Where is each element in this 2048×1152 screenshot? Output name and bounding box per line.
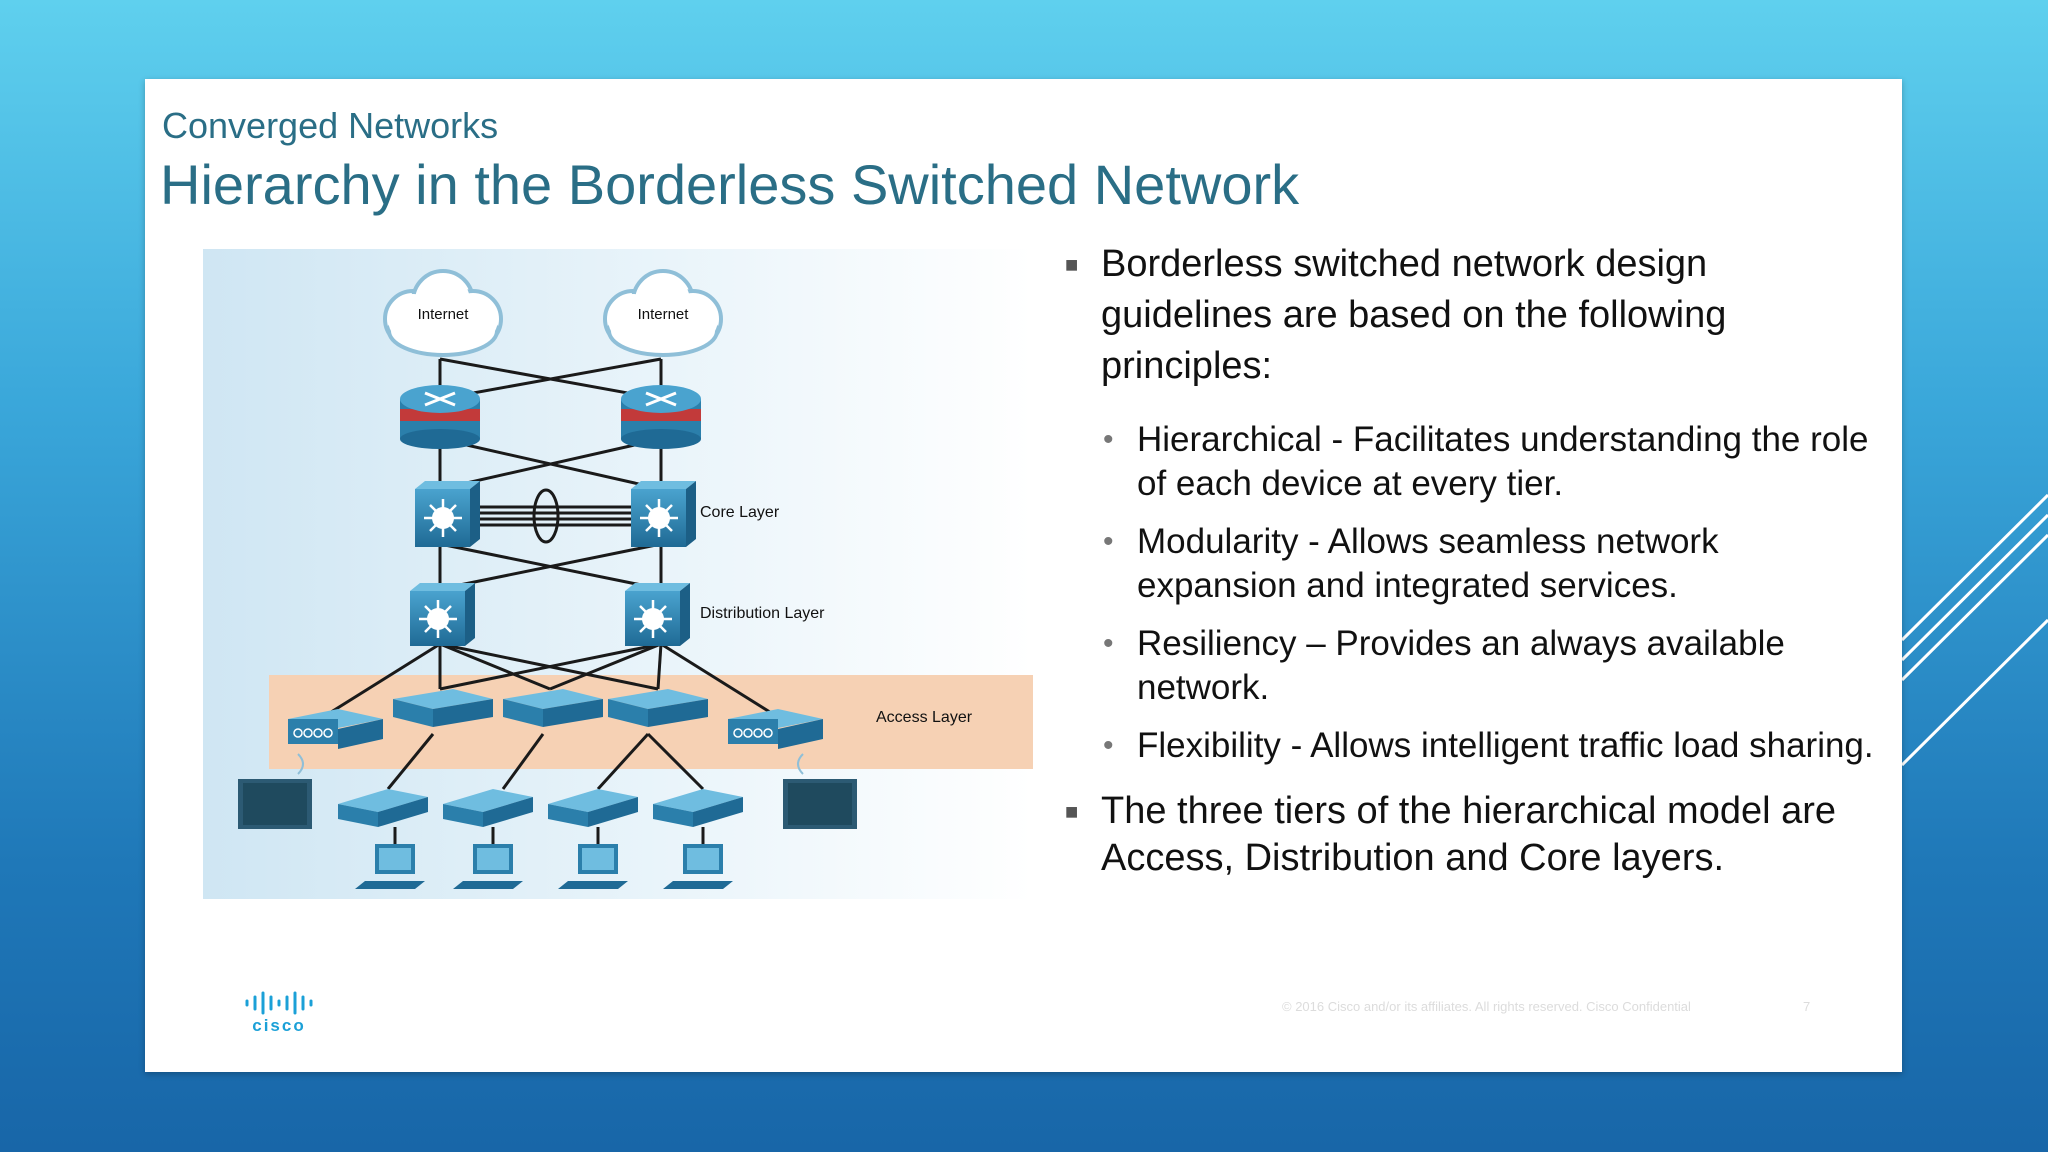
page-number: 7 xyxy=(1803,999,1811,1014)
ip-phone-icon xyxy=(548,789,638,827)
dot-bullet-icon: • xyxy=(1103,729,1114,762)
pc-icon xyxy=(355,844,425,889)
principle-text: Flexibility - Allows intelligent traffic… xyxy=(1137,726,1874,765)
internet-cloud-left: Internet xyxy=(383,269,503,357)
square-bullet-icon: ■ xyxy=(1065,799,1079,824)
etherchannel-ellipse xyxy=(532,488,560,544)
ip-phone-icon xyxy=(443,789,533,827)
cisco-logo-text: cisco xyxy=(252,1016,305,1034)
bullet-summary: ■ The three tiers of the hierarchical mo… xyxy=(1065,788,1875,882)
principle-item: • Modularity - Allows seamless network e… xyxy=(1065,520,1875,608)
core-switch-icon xyxy=(415,481,480,547)
cloud-label: Internet xyxy=(418,306,470,323)
slide: Converged Networks Hierarchy in the Bord… xyxy=(145,79,1902,1072)
network-links xyxy=(327,357,774,844)
access-switch-icon xyxy=(608,689,708,727)
dot-bullet-icon: • xyxy=(1103,423,1114,456)
square-bullet-icon: ■ xyxy=(1065,252,1079,277)
dot-bullet-icon: • xyxy=(1103,627,1114,660)
bullet-intro: ■ Borderless switched network design gui… xyxy=(1065,239,1875,392)
principle-text: Modularity - Allows seamless network exp… xyxy=(1137,522,1719,605)
access-switch-icon xyxy=(393,689,493,727)
core-layer-label: Core Layer xyxy=(700,504,780,521)
principle-item: • Flexibility - Allows intelligent traff… xyxy=(1065,724,1875,768)
footer-copyright: © 2016 Cisco and/or its affiliates. All … xyxy=(1282,999,1691,1014)
cisco-logo: cisco xyxy=(245,991,313,1034)
slide-title: Hierarchy in the Borderless Switched Net… xyxy=(160,153,1300,216)
firewall-router-icon xyxy=(400,385,480,449)
bullet-intro-text: Borderless switched network design guide… xyxy=(1101,243,1727,387)
principle-item: • Resiliency – Provides an always availa… xyxy=(1065,622,1875,710)
pc-icon xyxy=(558,844,628,889)
tablet-icon xyxy=(783,753,857,829)
pc-icon xyxy=(663,844,733,889)
principle-text: Resiliency – Provides an always availabl… xyxy=(1137,624,1785,707)
dot-bullet-icon: • xyxy=(1103,525,1114,558)
distribution-switch-icon xyxy=(625,583,690,646)
principle-item: • Hierarchical - Facilitates understandi… xyxy=(1065,418,1875,506)
access-layer-label: Access Layer xyxy=(876,709,973,726)
distribution-layer-label: Distribution Layer xyxy=(700,605,825,622)
bullet-summary-text: The three tiers of the hierarchical mode… xyxy=(1101,790,1837,879)
wide-access-switch-icon xyxy=(288,709,383,749)
bullet-list: ■ Borderless switched network design gui… xyxy=(1065,239,1875,908)
pc-icon xyxy=(453,844,523,889)
tablet-icon xyxy=(238,753,312,829)
diagram-background xyxy=(203,249,1033,899)
ip-phone-icon xyxy=(653,789,743,827)
core-switch-icon xyxy=(631,481,696,547)
firewall-router-icon xyxy=(621,385,701,449)
wide-access-switch-icon xyxy=(728,709,823,749)
cloud-label: Internet xyxy=(638,306,690,323)
network-diagram: Internet Internet xyxy=(203,249,1033,899)
ip-phone-icon xyxy=(338,789,428,827)
distribution-switch-icon xyxy=(410,583,475,646)
access-switch-icon xyxy=(503,689,603,727)
internet-cloud-right: Internet xyxy=(603,269,723,357)
principle-text: Hierarchical - Facilitates understanding… xyxy=(1137,420,1869,503)
slide-subtitle: Converged Networks xyxy=(162,105,499,146)
